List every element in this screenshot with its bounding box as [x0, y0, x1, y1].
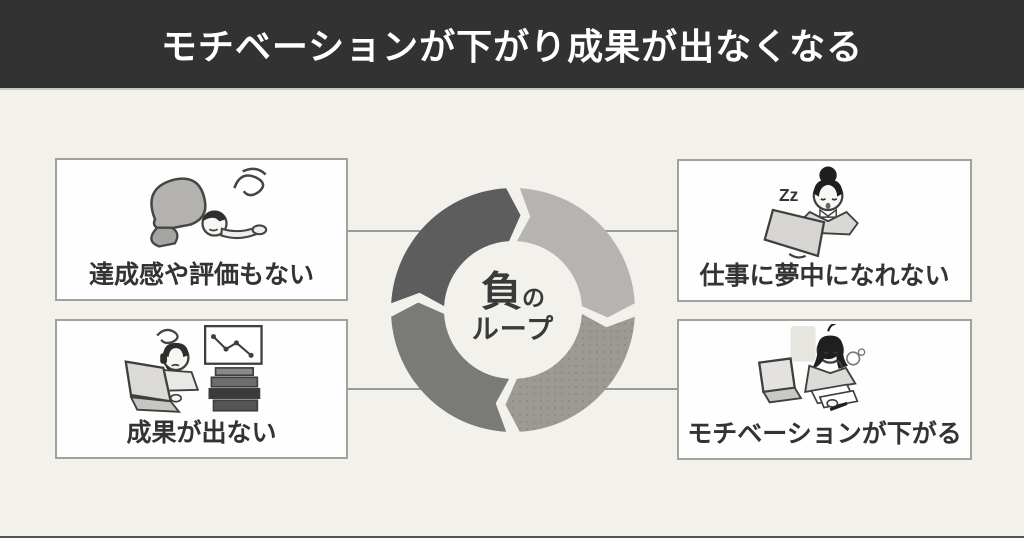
cause-label-no-recognition: 達成感や評価もない [88, 260, 314, 289]
connector-line-bottom-right [581, 388, 677, 390]
dozing-woman-monitor-illustration: Zz [679, 161, 970, 263]
hair-bun-icon [818, 166, 837, 184]
cause-box-cant-focus: Zz 仕事に夢中になれない [677, 159, 972, 302]
cause-box-no-results: 成果が出ない [55, 319, 348, 459]
page-title: モチベーションが下がり成果が出なくなる [160, 26, 864, 67]
cause-box-no-recognition: 達成感や評価もない [55, 158, 348, 301]
pen-icon [829, 401, 847, 411]
cause-label-motivation-drops: モチベーションが下がる [687, 419, 962, 448]
worried-worker-laptop-chart-illustration [57, 321, 346, 420]
cycle-center-label: 負の ループ [471, 268, 555, 345]
sleep-zz-text: Zz [779, 185, 799, 205]
cause-box-motivation-drops: モチベーションが下がる [677, 319, 972, 460]
cause-label-cant-focus: 仕事に夢中になれない [699, 261, 950, 290]
crawling-dejected-person-illustration [57, 160, 346, 262]
connector-line-bottom-left [348, 388, 443, 390]
cycle-segment-top-right [516, 188, 635, 318]
cycle-segment-bottom-left [391, 302, 510, 432]
sighing-woman-desk-illustration [679, 321, 970, 421]
connector-line-top-right [581, 230, 677, 232]
cycle-segment-top-left [391, 188, 521, 307]
cycle-label-second-line: ループ [471, 314, 555, 345]
cycle-label-main: 負 [480, 268, 522, 315]
monitor-icon [762, 208, 825, 258]
sigh-puff-icon [845, 351, 860, 366]
cause-label-no-results: 成果が出ない [126, 418, 277, 447]
bottom-border-line [0, 536, 1024, 538]
crawling-person-icon [149, 167, 267, 248]
cycle-segment-bottom-right [505, 313, 635, 432]
cycle-label-particle: の [521, 284, 545, 311]
book-stack-icon [214, 367, 254, 377]
worker-laptop-icon [123, 325, 263, 414]
sighing-woman-icon [757, 323, 865, 411]
header-banner: モチベーションが下がり成果が出なくなる [0, 0, 1024, 90]
dozing-woman-icon: Zz [762, 166, 859, 259]
connector-line-top-left [348, 230, 443, 232]
